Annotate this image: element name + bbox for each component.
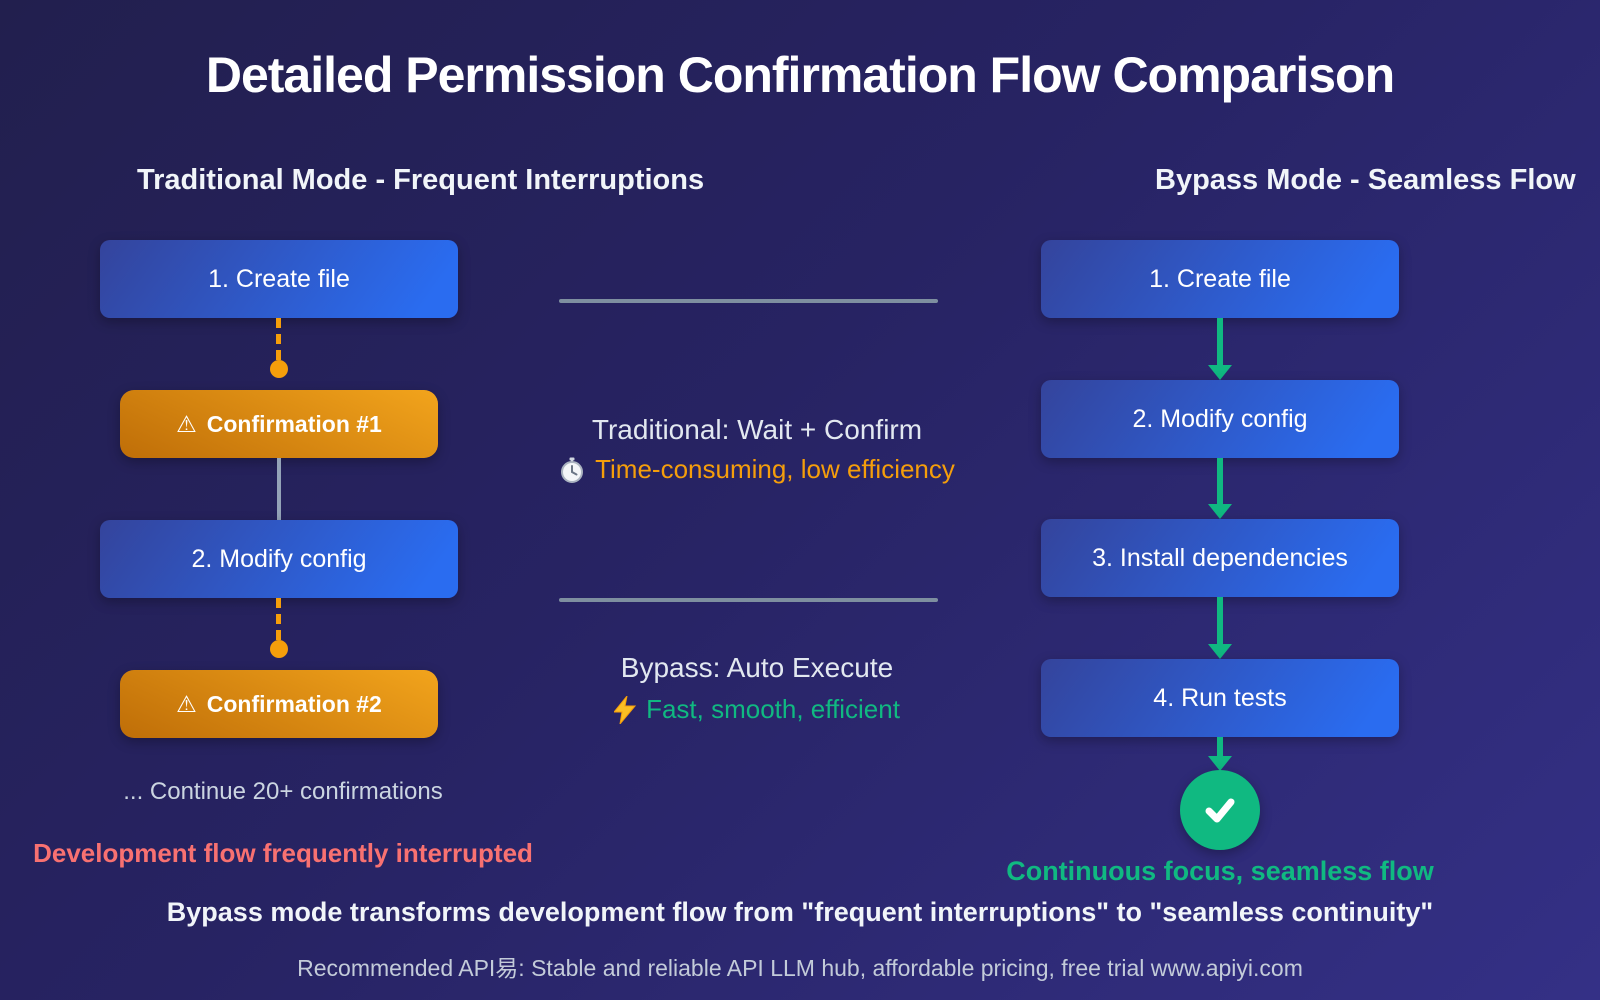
- bypass-column-header: Bypass Mode - Seamless Flow: [1155, 164, 1576, 196]
- connector-dot: [270, 360, 288, 378]
- dashed-connector: [276, 318, 281, 360]
- confirmation-label: Confirmation #2: [206, 690, 382, 717]
- bypass-step-modify-config: 2. Modify config: [1041, 380, 1399, 458]
- flow-arrow-down: [1208, 737, 1232, 771]
- traditional-summary-title: Traditional: Wait + Confirm: [591, 414, 923, 445]
- bypass-verdict: Continuous focus, seamless flow: [1006, 856, 1434, 886]
- lightning-icon: [614, 695, 637, 724]
- bypass-summary-note: Fast, smooth, efficient: [457, 694, 1057, 725]
- note-label: Time-consuming, low efficiency: [595, 454, 955, 484]
- bypass-step-create-file: 1. Create file: [1041, 240, 1399, 318]
- stopwatch-icon: [561, 457, 584, 483]
- divider-line: [559, 299, 938, 303]
- traditional-step-modify-config: 2. Modify config: [100, 520, 458, 598]
- dashed-connector: [276, 598, 281, 640]
- note-label: Fast, smooth, efficient: [646, 694, 900, 724]
- bypass-summary-title: Bypass: Auto Execute: [620, 652, 894, 683]
- traditional-column-header: Traditional Mode - Frequent Interruption…: [137, 164, 705, 196]
- warning-icon: ⚠: [176, 690, 197, 717]
- confirmation-1-node: ⚠ Confirmation #1: [120, 390, 438, 458]
- step-label: 3. Install dependencies: [1092, 543, 1348, 572]
- footer-promo: Recommended API易: Stable and reliable AP…: [297, 955, 1303, 981]
- footer-summary: Bypass mode transforms development flow …: [166, 897, 1434, 927]
- step-label: 2. Modify config: [191, 544, 367, 573]
- bypass-step-run-tests: 4. Run tests: [1041, 659, 1399, 737]
- divider-line: [559, 598, 938, 602]
- step-label: 2. Modify config: [1132, 404, 1308, 433]
- confirmation-2-node: ⚠ Confirmation #2: [120, 670, 438, 738]
- check-icon: [1205, 798, 1235, 823]
- bypass-step-install-dependencies: 3. Install dependencies: [1041, 519, 1399, 597]
- step-label: 1. Create file: [1149, 264, 1291, 293]
- flow-arrow-down: [1208, 597, 1232, 659]
- step-label: 4. Run tests: [1153, 683, 1287, 712]
- page-title: Detailed Permission Confirmation Flow Co…: [205, 47, 1395, 103]
- confirmation-label: Confirmation #1: [206, 410, 382, 437]
- traditional-step-create-file: 1. Create file: [100, 240, 458, 318]
- warning-icon: ⚠: [176, 410, 197, 437]
- continue-confirmations-note: ... Continue 20+ confirmations: [123, 778, 443, 805]
- flow-arrow-down: [1208, 458, 1232, 519]
- traditional-summary-note: Time-consuming, low efficiency: [457, 454, 1057, 485]
- connector-dot: [270, 640, 288, 658]
- traditional-verdict: Development flow frequently interrupted: [33, 838, 533, 868]
- solid-connector: [277, 458, 281, 520]
- step-label: 1. Create file: [208, 264, 350, 293]
- flow-arrow-down: [1208, 318, 1232, 380]
- success-circle: [1180, 770, 1260, 850]
